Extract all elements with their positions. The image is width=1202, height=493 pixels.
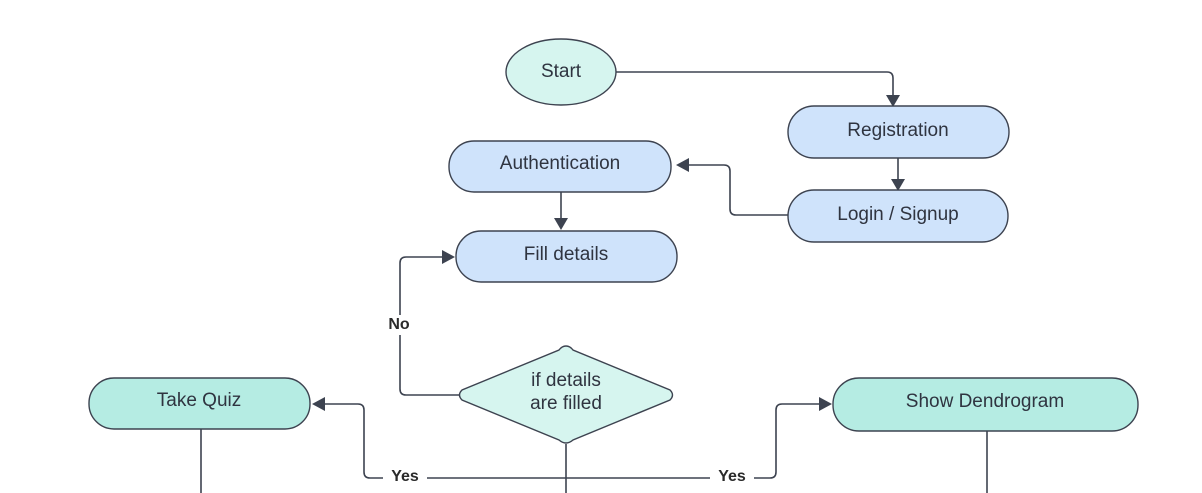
node-start-label: Start xyxy=(541,61,582,82)
node-registration-label: Registration xyxy=(847,120,948,141)
node-authentication-label: Authentication xyxy=(500,153,620,174)
node-show-dendrogram-label: Show Dendrogram xyxy=(906,391,1064,412)
node-login-signup-label: Login / Signup xyxy=(837,204,959,225)
node-decision-label-line1: if details xyxy=(531,370,601,391)
edge-start-to-registration xyxy=(616,71,894,96)
node-show-dendrogram[interactable]: Show Dendrogram xyxy=(832,377,1139,432)
node-show-dendrogram-shape xyxy=(832,377,1139,432)
node-authentication-shape xyxy=(448,140,672,193)
node-start-shape xyxy=(505,38,617,106)
edge-label-yes-left: Yes xyxy=(391,468,419,485)
node-decision-shape xyxy=(458,345,674,444)
edge-label-no: No xyxy=(388,316,410,333)
node-start[interactable]: Start xyxy=(505,38,617,106)
yes-left-label-bg xyxy=(383,466,427,488)
node-fill-details-shape xyxy=(455,230,678,283)
arrowhead-registration xyxy=(886,95,900,107)
node-take-quiz-shape xyxy=(88,377,311,430)
edge-login-to-authentication xyxy=(688,164,788,216)
arrowhead-takequiz xyxy=(312,397,325,411)
node-login-signup[interactable]: Login / Signup xyxy=(787,189,1009,243)
node-registration[interactable]: Registration xyxy=(787,105,1010,159)
edge-decision-yes-to-takequiz xyxy=(324,403,566,479)
arrowhead-filldetails xyxy=(554,218,568,230)
node-take-quiz[interactable]: Take Quiz xyxy=(88,377,311,430)
no-label-bg xyxy=(382,315,416,335)
edge-decision-yes-to-dendrogram xyxy=(566,403,820,479)
node-take-quiz-label: Take Quiz xyxy=(157,390,241,411)
node-decision-label-line2: are filled xyxy=(530,393,602,414)
node-fill-details[interactable]: Fill details xyxy=(455,230,678,283)
node-registration-shape xyxy=(787,105,1010,159)
edge-label-yes-right: Yes xyxy=(718,468,746,485)
node-login-signup-shape xyxy=(787,189,1009,243)
arrowhead-dendrogram xyxy=(819,397,832,411)
yes-right-label-bg xyxy=(710,466,754,488)
node-fill-details-label: Fill details xyxy=(524,244,608,265)
node-decision[interactable]: if details are filled xyxy=(458,345,674,444)
node-authentication[interactable]: Authentication xyxy=(448,140,672,193)
arrowhead-login xyxy=(891,179,905,191)
arrowhead-authentication xyxy=(676,158,689,172)
arrowhead-no-filldetails xyxy=(442,250,455,264)
